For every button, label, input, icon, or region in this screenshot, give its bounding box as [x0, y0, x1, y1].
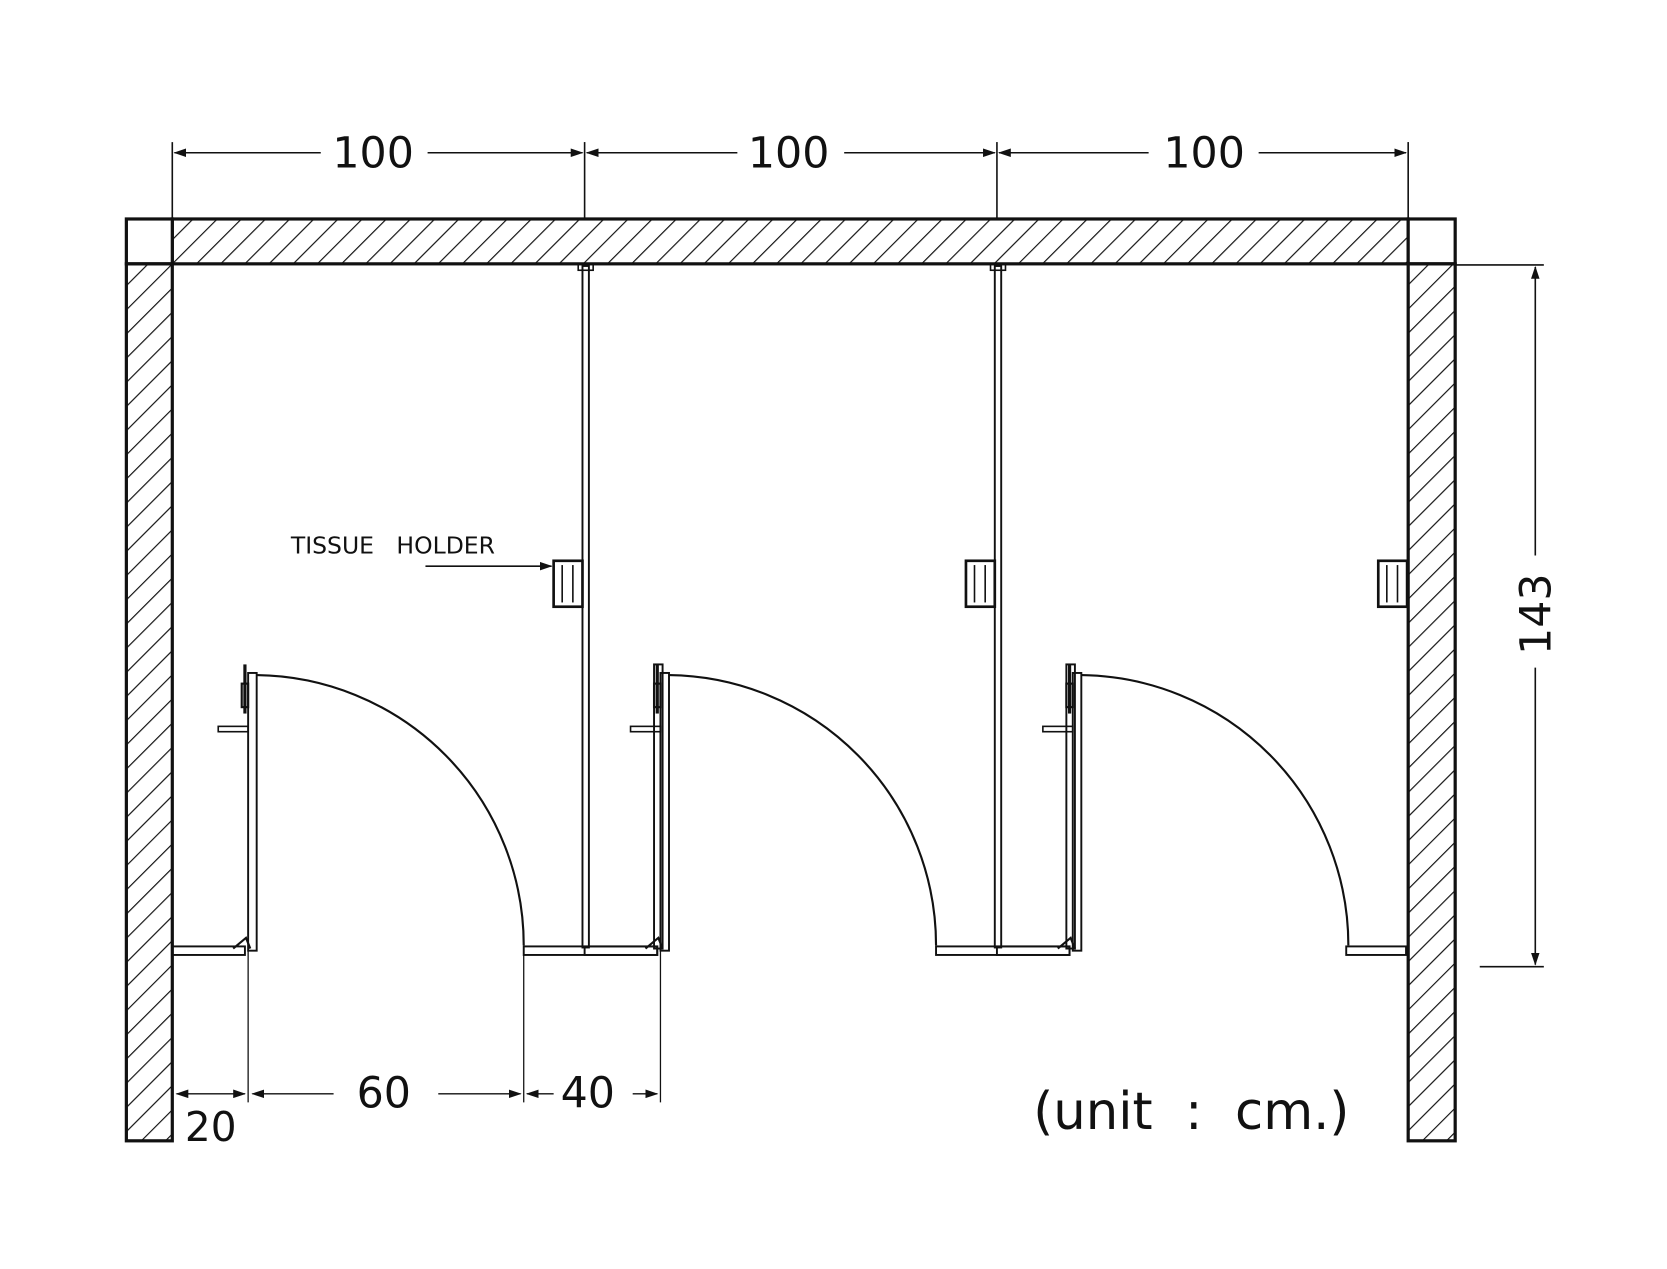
door-handle [1042, 725, 1074, 733]
door-leaf [659, 671, 670, 952]
dim-return-panel: 40 [561, 1069, 615, 1119]
front-panel [583, 945, 659, 956]
dim-stall-3: 100 [1163, 129, 1245, 179]
front-panel [995, 945, 1071, 956]
depth-dimension [1455, 264, 1544, 968]
tissue-holder [1376, 559, 1409, 609]
dim-depth: 143 [1511, 573, 1561, 655]
door-handle [629, 725, 662, 733]
bottom-dimensions [175, 945, 662, 1103]
door-swing-arc [668, 674, 938, 946]
partition-bracket [989, 263, 1007, 272]
hinge [1057, 936, 1076, 950]
door-leaf [247, 671, 258, 952]
left-wall [124, 262, 174, 1143]
hinge [232, 936, 252, 950]
corner-right [1406, 217, 1457, 266]
front-panel [522, 945, 659, 956]
right-wall [1406, 262, 1457, 1143]
top-dimensions [171, 142, 1409, 219]
stalls [171, 263, 1409, 956]
dim-stall-2: 100 [748, 129, 830, 179]
tissue-holder [552, 559, 584, 609]
door-handle [217, 725, 249, 733]
dim-side-gap: 20 [185, 1103, 237, 1151]
walls [124, 217, 1457, 1143]
hinge [644, 936, 664, 950]
door-leaf [1071, 671, 1083, 952]
dim-stall-1: 100 [332, 129, 414, 179]
corner-left [124, 217, 174, 266]
front-panel [171, 945, 246, 956]
door-swing-arc [256, 674, 525, 946]
door-swing-arc [1081, 674, 1350, 946]
tissue-holder [964, 559, 997, 609]
tissue-holder-label: TISSUE HOLDER [290, 531, 495, 559]
front-panel [935, 945, 1071, 956]
front-panel [1345, 945, 1408, 956]
partition-bracket [577, 263, 594, 272]
back-wall [170, 217, 1410, 266]
unit-label: (unit : cm.) [1033, 1082, 1349, 1142]
dim-door-width: 60 [357, 1069, 411, 1119]
